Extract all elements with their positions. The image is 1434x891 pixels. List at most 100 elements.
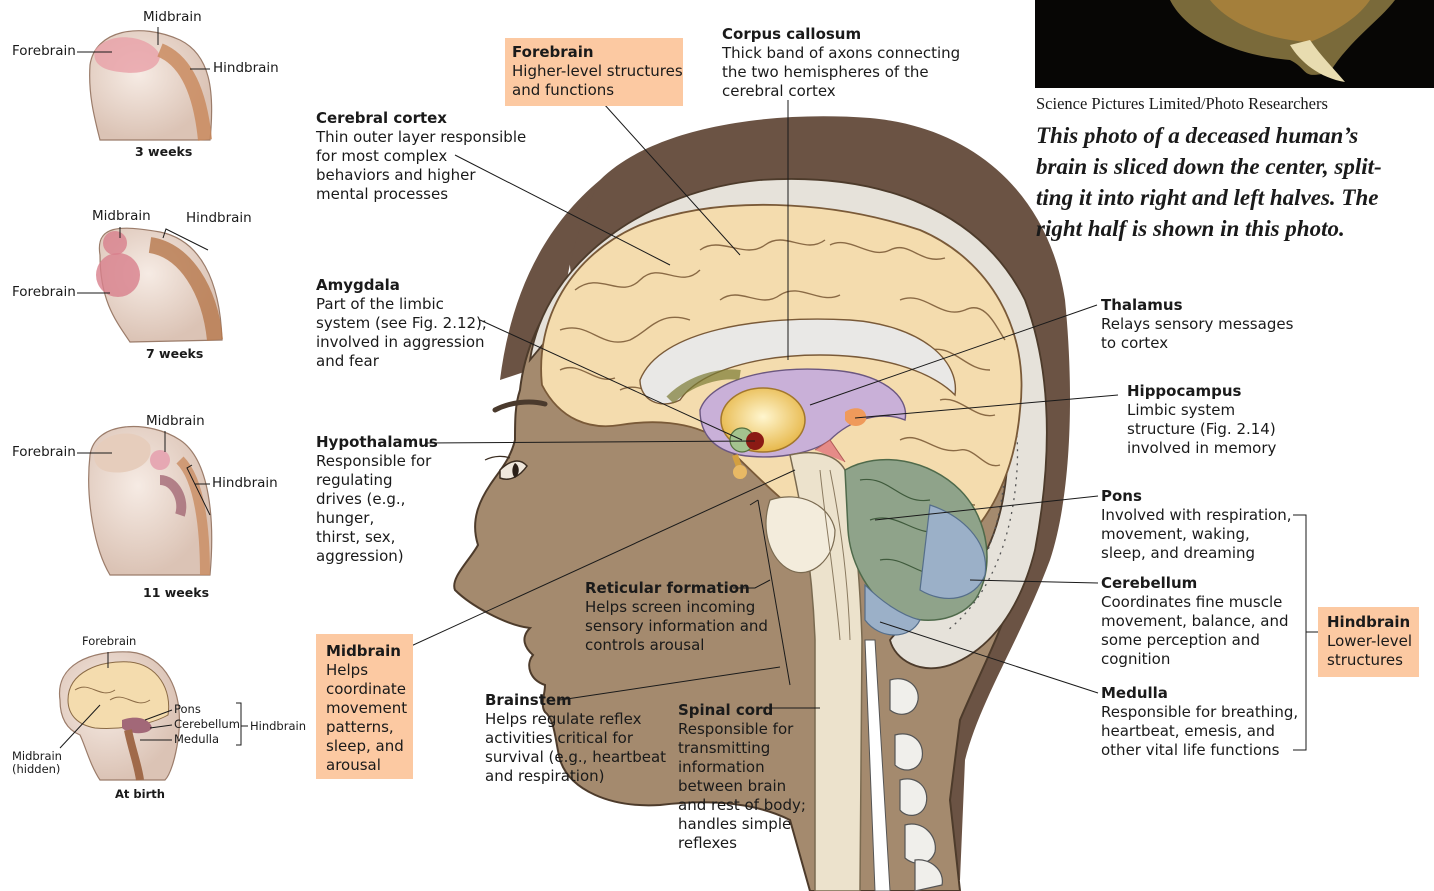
hippocampus-line: structure (Fig. 2.14) [1127,420,1276,439]
midbrain-line: Helps [326,661,413,680]
midbrain-line: sleep, and [326,737,413,756]
hippocampus-callout: Hippocampus Limbic system structure (Fig… [1127,382,1276,458]
pons-title: Pons [1101,487,1292,506]
hypothalamus-title: Hypothalamus [316,433,438,452]
hippocampus-title: Hippocampus [1127,382,1276,401]
midbrain-line: patterns, [326,718,413,737]
forebrain-title: Forebrain [512,43,683,62]
hypothalamus-line: drives (e.g., [316,490,438,509]
spinal-cord-title: Spinal cord [678,701,806,720]
amygdala-line: Part of the limbic [316,295,487,314]
midbrain-line: coordinate [326,680,413,699]
hypothalamus-line: aggression) [316,547,438,566]
midbrain-title: Midbrain [326,642,413,661]
cerebral-cortex-title: Cerebral cortex [316,109,526,128]
spinal-cord-line: and rest of body; [678,796,806,815]
reticular-formation-callout: Reticular formation Helps screen incomin… [585,579,768,655]
embryo-3w-stage: 3 weeks [135,144,192,159]
birth-hindbrain-label: Hindbrain [250,720,306,733]
thalamus-line: to cortex [1101,334,1293,353]
pons-line: Involved with respiration, [1101,506,1292,525]
pons-callout: Pons Involved with respiration, movement… [1101,487,1292,563]
thalamus-title: Thalamus [1101,296,1293,315]
birth-midbrain-line: (hidden) [12,763,62,776]
cerebral-cortex-line: behaviors and higher [316,166,526,185]
cerebral-cortex-line: for most complex [316,147,526,166]
reticular-formation-line: Helps screen incoming [585,598,768,617]
midbrain-callout: Midbrain Helps coordinate movement patte… [316,634,413,779]
embryo-11w-midbrain-label: Midbrain [146,413,205,429]
brainstem-callout: Brainstem Helps regulate reflex activiti… [485,691,666,786]
medulla-line: heartbeat, emesis, and [1101,722,1298,741]
birth-pons-label: Pons [174,703,201,716]
forebrain-line: Higher-level structures [512,62,683,81]
hypothalamus-callout: Hypothalamus Responsible for regulating … [316,433,438,566]
cerebellum-line: some perception and [1101,631,1288,650]
brainstem-line: and respiration) [485,767,666,786]
corpus-callosum-line: the two hemispheres of the [722,63,960,82]
cerebral-cortex-line: Thin outer layer responsible [316,128,526,147]
medulla-title: Medulla [1101,684,1298,703]
hindbrain-line: Lower-level [1327,632,1419,651]
hypothalamus-line: thirst, sex, [316,528,438,547]
photo-caption-line: ting it into right and left halves. The [1036,182,1434,213]
embryo-7-weeks [96,228,222,342]
amygdala-title: Amygdala [316,276,487,295]
spinal-cord-line: Responsible for [678,720,806,739]
birth-stage: At birth [115,787,165,801]
cerebellum-line: Coordinates fine muscle [1101,593,1288,612]
embryo-7w-hindbrain-label: Hindbrain [186,210,252,226]
photo-credit: Science Pictures Limited/Photo Researche… [1036,94,1328,114]
photo-caption: This photo of a deceased human’s brain i… [1036,120,1434,244]
spinal-cord-line: transmitting [678,739,806,758]
hypothalamus-line: regulating [316,471,438,490]
brainstem-line: survival (e.g., heartbeat [485,748,666,767]
spinal-cord-line: between brain [678,777,806,796]
embryo-11-weeks [89,426,212,575]
thalamus-callout: Thalamus Relays sensory messages to cort… [1101,296,1293,353]
hypothalamus-line: Responsible for [316,452,438,471]
spinal-cord-line: information [678,758,806,777]
corpus-callosum-callout: Corpus callosum Thick band of axons conn… [722,25,960,101]
cerebellum-line: movement, balance, and [1101,612,1288,631]
brain-at-birth [60,652,180,780]
photo-caption-line: brain is sliced down the center, split- [1036,151,1434,182]
cerebral-cortex-line: mental processes [316,185,526,204]
embryo-11w-forebrain-label: Forebrain [12,444,76,460]
thalamus-line: Relays sensory messages [1101,315,1293,334]
birth-cerebellum-label: Cerebellum [174,718,240,731]
amygdala-callout: Amygdala Part of the limbic system (see … [316,276,487,371]
spinal-cord-line: handles simple [678,815,806,834]
forebrain-callout: Forebrain Higher-level structures and fu… [505,38,683,106]
hindbrain-title: Hindbrain [1327,613,1419,632]
reticular-formation-title: Reticular formation [585,579,768,598]
medulla-callout: Medulla Responsible for breathing, heart… [1101,684,1298,760]
birth-midbrain-label: Midbrain (hidden) [12,750,62,776]
embryo-7w-stage: 7 weeks [146,346,203,361]
midbrain-line: arousal [326,756,413,775]
spinal-cord-line: reflexes [678,834,806,853]
embryo-3w-forebrain-label: Forebrain [12,43,76,59]
embryo-11w-stage: 11 weeks [143,585,209,600]
photo-caption-line: This photo of a deceased human’s [1036,120,1434,151]
birth-medulla-label: Medulla [174,733,219,746]
brain-photo [1035,0,1434,88]
hippocampus-line: Limbic system [1127,401,1276,420]
spinal-cord-callout: Spinal cord Responsible for transmitting… [678,701,806,853]
photo-caption-line: right half is shown in this photo. [1036,213,1434,244]
corpus-callosum-line: cerebral cortex [722,82,960,101]
hindbrain-line: structures [1327,651,1419,670]
amygdala-line: system (see Fig. 2.12); [316,314,487,333]
amygdala-line: involved in aggression [316,333,487,352]
forebrain-line: and functions [512,81,683,100]
pons-line: sleep, and dreaming [1101,544,1292,563]
hippocampus-line: involved in memory [1127,439,1276,458]
brainstem-line: activities critical for [485,729,666,748]
amygdala-line: and fear [316,352,487,371]
embryo-7w-midbrain-label: Midbrain [92,208,151,224]
medulla-line: other vital life functions [1101,741,1298,760]
cerebellum-callout: Cerebellum Coordinates fine muscle movem… [1101,574,1288,669]
reticular-formation-line: sensory information and [585,617,768,636]
cerebellum-title: Cerebellum [1101,574,1288,593]
cerebral-cortex-callout: Cerebral cortex Thin outer layer respons… [316,109,526,204]
